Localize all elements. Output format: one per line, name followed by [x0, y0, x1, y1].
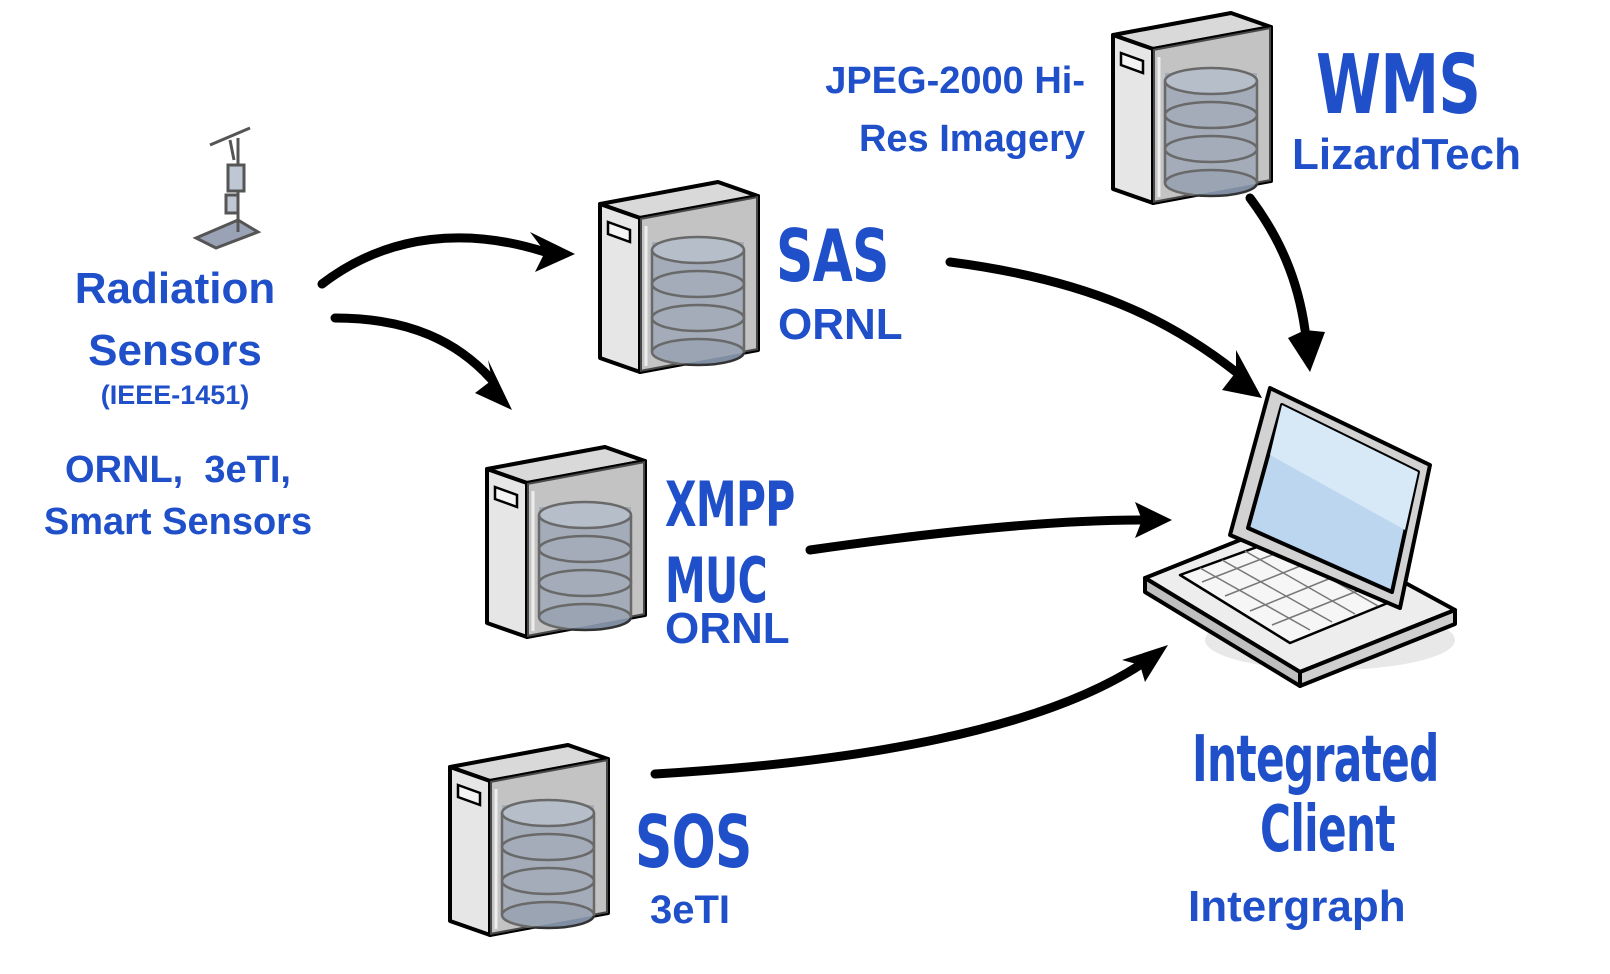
xmpp-org: ORNL [665, 604, 790, 653]
arrow-sensors-to-sas [317, 233, 550, 289]
wms-org: LizardTech [1292, 130, 1522, 179]
arrow-wms-to-client [1245, 193, 1310, 335]
arrowhead-xmpp [475, 360, 512, 410]
laptop-icon [1143, 386, 1457, 688]
radiation-providers: ORNL, 3eTI, Smart Sensors [8, 444, 348, 548]
wms-data-description: JPEG-2000 Hi- Res Imagery [740, 52, 1085, 168]
flow-arrows [317, 193, 1310, 779]
wms-server-icon [1111, 11, 1273, 205]
arrow-sensors-to-xmpp [330, 313, 497, 385]
sos-server-icon [448, 743, 610, 937]
arrow-heads [475, 232, 1325, 682]
radiation-title-line1: Radiation [74, 264, 276, 313]
sas-org: ORNL [778, 300, 903, 349]
wms-data-line1: JPEG-2000 Hi- [825, 60, 1085, 102]
arrowhead-sas [530, 232, 575, 272]
muc-name: MUC [665, 544, 768, 617]
wms-data-line2: Res Imagery [858, 118, 1085, 160]
wms-name: WMS [1316, 38, 1481, 133]
radiation-sensors-title: Radiation Sensors [20, 258, 330, 382]
arrowhead-sas-client [1222, 350, 1262, 398]
client-name-line1: Integrated [1192, 723, 1439, 797]
arrowhead-wms-client [1288, 330, 1325, 372]
arrow-sas-to-client [945, 257, 1241, 377]
client-org: Intergraph [1188, 882, 1406, 931]
xmpp-server-icon [485, 445, 647, 639]
sas-name: SAS [776, 214, 889, 298]
arrow-sos-to-client [650, 660, 1145, 779]
sas-server-icon [598, 180, 760, 374]
arrow-xmpp-to-client [805, 515, 1145, 555]
weather-station-icon [192, 126, 262, 250]
arrowhead-sos-client [1122, 645, 1168, 682]
radiation-providers-line1: ORNL, 3eTI, [65, 449, 291, 491]
radiation-providers-line2: Smart Sensors [43, 501, 313, 543]
client-name-line2: Client [1260, 793, 1396, 867]
arrowhead-xmpp-client [1135, 502, 1172, 538]
sos-name: SOS [635, 800, 752, 884]
radiation-standard: (IEEE-1451) [100, 380, 250, 410]
radiation-title-line2: Sensors [88, 326, 262, 375]
sos-org: 3eTI [650, 888, 731, 932]
xmpp-name: XMPP [665, 468, 795, 541]
